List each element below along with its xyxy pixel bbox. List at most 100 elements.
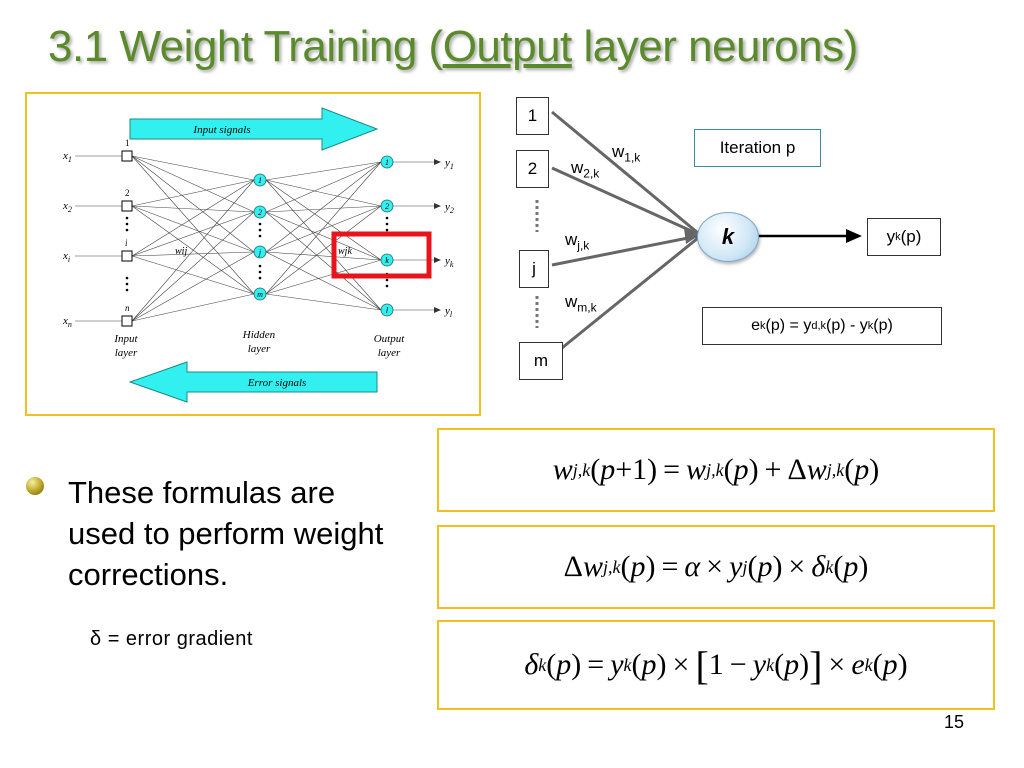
input-signals-label: Input signals: [192, 124, 250, 136]
weight-w1k: w1,k: [612, 142, 641, 165]
edge-in0-hid3: [131, 155, 255, 295]
edge-hid2-out3: [265, 251, 382, 311]
edge-in2-hid2: [131, 251, 255, 257]
x-label-1: x2: [62, 200, 72, 214]
output-arrowhead-0: [434, 159, 441, 165]
edge-hid2-out2: [265, 251, 382, 261]
hidden-node-num-2: j: [258, 248, 262, 257]
input-node-1: [121, 200, 133, 212]
output-node-num-1: 2: [385, 202, 389, 211]
input-node-num-0: 1: [125, 138, 130, 148]
error-signals-arrow: [128, 361, 378, 403]
edge-in1-hid0: [131, 179, 255, 207]
network-figure: Input signals Error signals 1x12x2ixinxn…: [62, 107, 454, 403]
edge-hid2-out0: [265, 161, 382, 253]
weight-w2k: w2,k: [571, 158, 600, 181]
input-dots-a-1: [125, 222, 129, 226]
weight-wjk: wj,k: [565, 230, 590, 253]
connection-2-k: [551, 166, 699, 236]
input-box-1: 1: [516, 97, 549, 135]
error-signals-label: Error signals: [247, 377, 307, 389]
output-dots-b-2: [385, 284, 389, 288]
hidden-node-2: [253, 245, 267, 259]
x-label-2: xi: [62, 250, 70, 264]
edge-in3-hid3: [131, 293, 255, 322]
output-dots-a-0: [385, 216, 389, 220]
edge-hid3-out2: [265, 259, 382, 295]
hidden-layer-label-1: Hidden: [242, 329, 276, 341]
y-label-1: y2: [444, 201, 454, 215]
input-box-j: j: [519, 250, 549, 288]
input-node-num-2: i: [125, 238, 128, 248]
output-dots-a-2: [385, 228, 389, 232]
input-box-m: m: [519, 342, 563, 380]
edge-in0-hid0: [131, 155, 255, 181]
edge-in2-hid3: [131, 255, 255, 295]
input-dots-b-0: [125, 276, 129, 280]
input-layer-label-1: Input: [113, 333, 138, 345]
edge-hid0-out0: [265, 161, 382, 181]
hidden-dots-b-1: [258, 270, 262, 274]
edge-hid3-out0: [265, 161, 382, 295]
output-layer-label-1: Output: [374, 333, 406, 345]
iteration-box: Iteration p: [694, 129, 821, 167]
output-arrowhead-1: [434, 203, 441, 209]
edge-in3-hid0: [131, 179, 255, 322]
output-node-3: [380, 303, 394, 317]
input-node-num-1: 2: [125, 188, 130, 198]
edge-in1-hid2: [131, 205, 255, 253]
input-node-0: [121, 150, 133, 162]
output-node-2: [380, 253, 394, 267]
output-k-highlight: [331, 231, 432, 279]
edge-hid1-out1: [265, 205, 382, 213]
input-node-2: [121, 250, 133, 262]
neuron-diagram: [535, 110, 862, 358]
edge-hid1-out2: [265, 211, 382, 261]
input-dots-a-0: [125, 216, 129, 220]
hidden-node-1: [253, 205, 267, 219]
output-arrowhead-3: [434, 307, 441, 313]
hidden-dots-a-2: [258, 234, 262, 238]
input-node-3: [121, 315, 133, 327]
edge-in2-hid1: [131, 211, 255, 257]
output-arrowhead-2: [434, 257, 441, 263]
bullet-icon: [26, 477, 44, 495]
hidden-node-num-0: 1: [258, 176, 262, 185]
edge-in1-hid3: [131, 205, 255, 295]
input-signals-arrow: [129, 107, 379, 151]
edge-in0-hid1: [131, 155, 255, 213]
hidden-dots-a-1: [258, 228, 262, 232]
edge-hid0-out3: [265, 179, 382, 311]
edge-in0-hid2: [131, 155, 255, 253]
weight-wmk: wm,k: [565, 292, 597, 315]
hidden-node-num-1: 2: [258, 208, 262, 217]
x-label-0: x1: [62, 150, 72, 164]
neuron-k: k: [697, 212, 759, 262]
output-layer-label-2: layer: [378, 347, 401, 359]
hidden-node-3: [253, 287, 267, 301]
connection-j-k: [551, 234, 699, 267]
edge-hid1-out3: [265, 211, 382, 311]
error-gradient-note: δ = error gradient: [90, 628, 253, 650]
y-label-0: y1: [444, 157, 454, 171]
output-node-num-3: l: [386, 306, 389, 315]
edge-hid0-out2: [265, 179, 382, 261]
hidden-dots-a-0: [258, 222, 262, 226]
edge-in3-hid2: [131, 251, 255, 322]
output-dots-b-1: [385, 278, 389, 282]
input-box-2: 2: [516, 150, 549, 188]
page-number: 15: [944, 712, 965, 732]
output-node-1: [380, 199, 394, 213]
hidden-dots-b-2: [258, 276, 262, 280]
wij-label: wij: [175, 246, 187, 257]
x-label-3: xn: [62, 315, 72, 329]
edge-hid3-out3: [265, 293, 382, 311]
hidden-node-num-3: m: [257, 290, 263, 299]
